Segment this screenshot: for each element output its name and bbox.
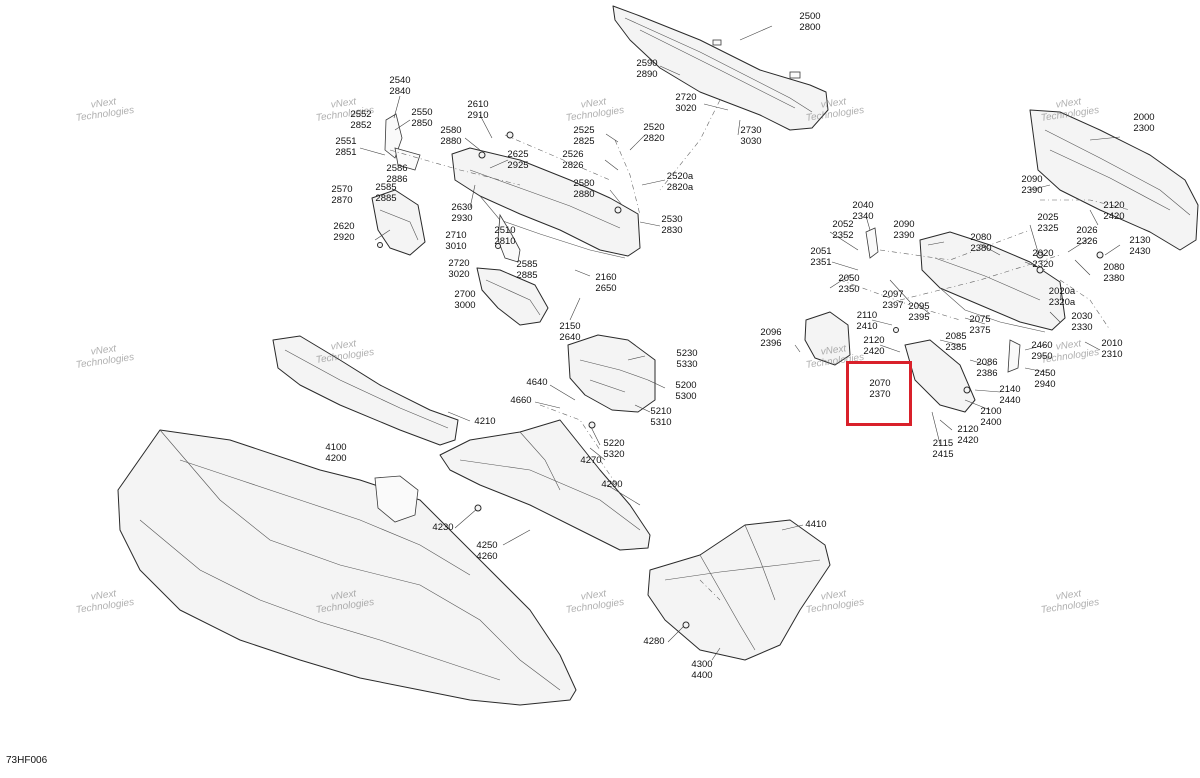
part-label[interactable]: 2720 3020	[448, 258, 470, 280]
part-label[interactable]: 4230	[432, 522, 454, 533]
door-frame-left	[451, 147, 641, 263]
part-label[interactable]: 2580 2880	[440, 125, 462, 147]
part-label[interactable]: 2520a 2820a	[666, 171, 694, 193]
part-label[interactable]: 2550 2850	[411, 107, 433, 129]
part-label[interactable]: 2610 2910	[467, 99, 489, 121]
part-label[interactable]: 4300 4400	[691, 659, 713, 681]
part-label[interactable]: 2730 3030	[740, 125, 762, 147]
part-label[interactable]: 4210	[474, 416, 496, 427]
part-label[interactable]: 2526 2826	[562, 149, 584, 171]
hinge-bracket-right	[804, 227, 1021, 413]
console-bracket	[567, 334, 656, 413]
part-label[interactable]: 2551 2851	[335, 136, 357, 158]
highlight-callout-box[interactable]	[846, 361, 912, 426]
part-label[interactable]: 2120 2420	[863, 335, 885, 357]
door-frame-right	[919, 231, 1066, 333]
part-label[interactable]: 2026 2326	[1076, 225, 1098, 247]
fastener-markers	[377, 131, 1104, 629]
part-label[interactable]: 2140 2440	[999, 384, 1021, 406]
part-label[interactable]: 2585 2885	[516, 259, 538, 281]
part-label[interactable]: 2586 2886	[386, 163, 408, 185]
part-label[interactable]: 2090 2390	[893, 219, 915, 241]
part-label[interactable]: 2130 2430	[1129, 235, 1151, 257]
part-label[interactable]: 2630 2930	[451, 202, 473, 224]
part-label[interactable]: 4100 4200	[325, 442, 347, 464]
part-label[interactable]: 2050 2350	[838, 273, 860, 295]
part-label[interactable]: 2585 2885	[375, 182, 397, 204]
part-label[interactable]: 2525 2825	[573, 125, 595, 147]
part-label[interactable]: 5220 5320	[603, 438, 625, 460]
part-label[interactable]: 4410	[805, 519, 827, 530]
part-label[interactable]: 2710 3010	[445, 230, 467, 252]
part-label[interactable]: 2096 2396	[760, 327, 782, 349]
part-label[interactable]: 2095 2395	[908, 301, 930, 323]
part-label[interactable]: 2500 2800	[799, 11, 821, 33]
part-label[interactable]: 2570 2870	[331, 184, 353, 206]
part-label[interactable]: 4270	[580, 455, 602, 466]
part-label[interactable]: 4290	[601, 479, 623, 490]
part-label[interactable]: 2450 2940	[1034, 368, 1056, 390]
part-label[interactable]: 2120 2420	[957, 424, 979, 446]
part-label[interactable]: 2097 2397	[882, 289, 904, 311]
part-label[interactable]: 5200 5300	[675, 380, 697, 402]
part-label[interactable]: 2590 2890	[636, 58, 658, 80]
door-upper-panel	[612, 5, 829, 131]
part-label[interactable]: 4640	[526, 377, 548, 388]
center-floor-panel	[439, 419, 651, 551]
part-label[interactable]: 5230 5330	[676, 348, 698, 370]
part-label[interactable]: 2052 2352	[832, 219, 854, 241]
part-label[interactable]: 2150 2640	[559, 321, 581, 343]
rocker-sill-left	[272, 335, 459, 446]
part-label[interactable]: 2020 2320	[1032, 248, 1054, 270]
part-label[interactable]: 2080 2380	[970, 232, 992, 254]
part-label[interactable]: 2030 2330	[1071, 311, 1093, 333]
main-floor-body	[117, 429, 577, 706]
rear-skid-plate	[647, 519, 831, 661]
part-label[interactable]: 2720 3020	[675, 92, 697, 114]
part-label[interactable]: 2020a 2320a	[1048, 286, 1076, 308]
part-label[interactable]: 2051 2351	[810, 246, 832, 268]
part-label[interactable]: 5210 5310	[650, 406, 672, 428]
part-label[interactable]: 2530 2830	[661, 214, 683, 236]
kick-plate-left	[476, 267, 549, 326]
part-label[interactable]: 2510 2810	[494, 225, 516, 247]
diagram-reference-code: 73HF006	[6, 755, 48, 766]
assembly-lines	[389, 99, 1131, 601]
door-upper-panel-right	[1029, 109, 1199, 251]
part-label[interactable]: 4280	[643, 636, 665, 647]
part-label[interactable]: 2580 2880	[573, 178, 595, 200]
part-label[interactable]: 2075 2375	[969, 314, 991, 336]
part-label[interactable]: 2080 2380	[1103, 262, 1125, 284]
part-label[interactable]: 2700 3000	[454, 289, 476, 311]
part-label[interactable]: 2100 2400	[980, 406, 1002, 428]
part-label[interactable]: 4250 4260	[476, 540, 498, 562]
part-label[interactable]: 2620 2920	[333, 221, 355, 243]
highlighted-part-label[interactable]: 2070 2370	[869, 378, 891, 400]
part-label[interactable]: 2160 2650	[595, 272, 617, 294]
part-label[interactable]: 2025 2325	[1037, 212, 1059, 234]
part-label[interactable]: 2625 2925	[507, 149, 529, 171]
part-label[interactable]: 2010 2310	[1101, 338, 1123, 360]
hinge-bracket-left	[371, 113, 426, 256]
part-label[interactable]: 2120 2420	[1103, 200, 1125, 222]
part-label[interactable]: 2085 2385	[945, 331, 967, 353]
part-label[interactable]: 2520 2820	[643, 122, 665, 144]
part-label[interactable]: 2086 2386	[976, 357, 998, 379]
part-label[interactable]: 2110 2410	[856, 310, 878, 332]
part-label[interactable]: 2000 2300	[1133, 112, 1155, 134]
part-label[interactable]: 2552 2852	[350, 109, 372, 131]
leader-lines	[359, 25, 1121, 661]
part-label[interactable]: 2115 2415	[932, 438, 954, 460]
part-label[interactable]: 2090 2390	[1021, 174, 1043, 196]
part-label[interactable]: 2040 2340	[852, 200, 874, 222]
part-label[interactable]: 4660	[510, 395, 532, 406]
part-label[interactable]: 2540 2840	[389, 75, 411, 97]
part-label[interactable]: 2460 2950	[1031, 340, 1053, 362]
